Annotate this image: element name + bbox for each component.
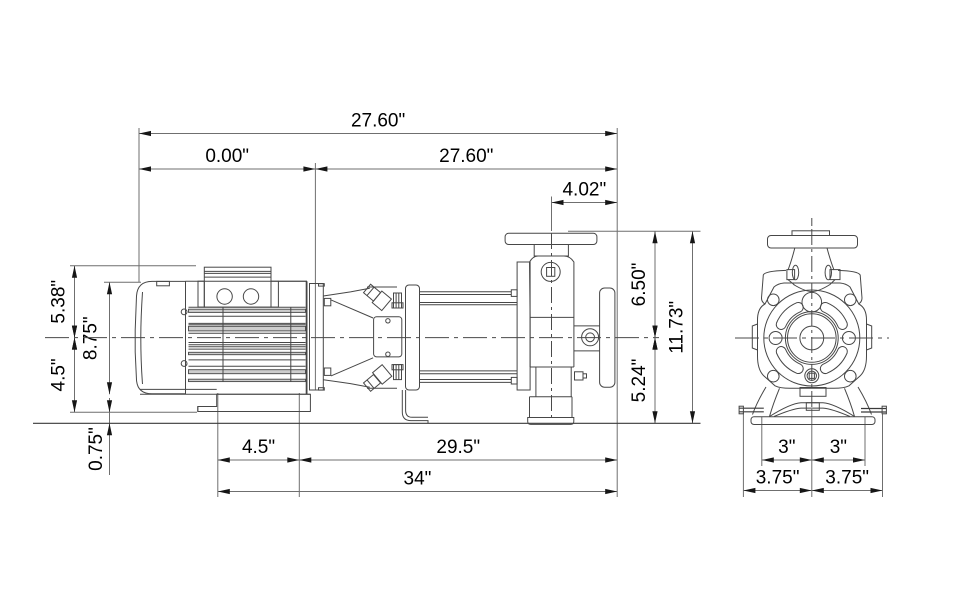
svg-text:27.60": 27.60" <box>351 110 405 131</box>
svg-text:3.75": 3.75" <box>825 467 869 488</box>
svg-text:4.02": 4.02" <box>562 179 606 200</box>
svg-text:0.00": 0.00" <box>205 146 249 167</box>
svg-text:0.75": 0.75" <box>86 427 107 471</box>
svg-text:3": 3" <box>778 437 795 458</box>
svg-text:5.24": 5.24" <box>629 359 650 403</box>
svg-text:29.5": 29.5" <box>436 437 480 458</box>
svg-text:5.38": 5.38" <box>49 280 70 324</box>
svg-text:11.73": 11.73" <box>667 301 688 354</box>
svg-text:4.5": 4.5" <box>242 437 275 458</box>
svg-text:8.75": 8.75" <box>81 316 102 360</box>
svg-text:6.50": 6.50" <box>629 263 650 307</box>
svg-text:27.60": 27.60" <box>439 146 493 167</box>
svg-text:4.5": 4.5" <box>49 358 70 391</box>
svg-text:34": 34" <box>404 468 432 489</box>
svg-text:3": 3" <box>830 437 847 458</box>
svg-text:3.75": 3.75" <box>756 467 800 488</box>
